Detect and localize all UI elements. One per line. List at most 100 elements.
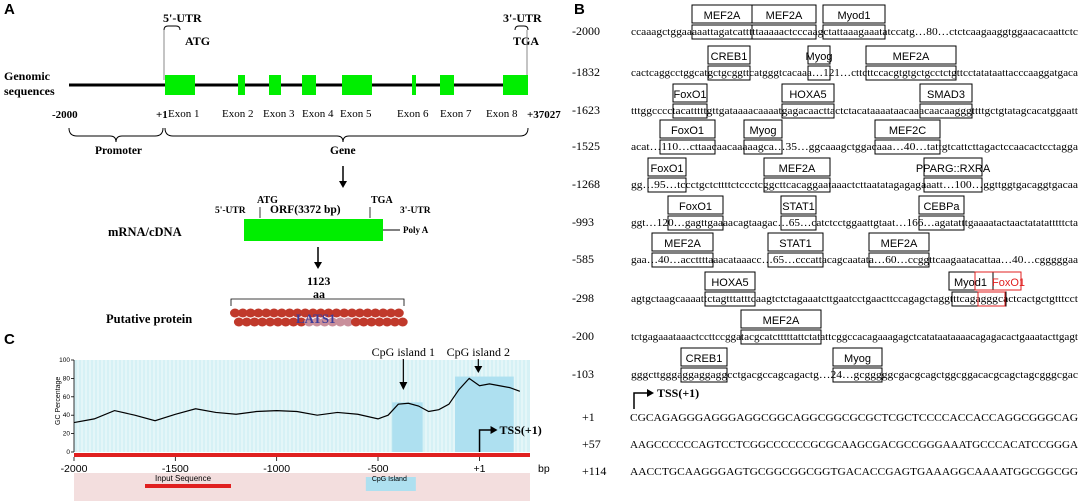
tf-label: MEF2A bbox=[779, 163, 816, 175]
mrna-sequence: CGCAGAGGGAGGGAGGCGGCAGGCGGCGCGCTCGCTCCCC… bbox=[630, 413, 1079, 424]
cpg-island-region bbox=[455, 376, 514, 452]
tf-label-box bbox=[763, 157, 831, 177]
protein-bead bbox=[382, 317, 393, 327]
promoter-brace bbox=[68, 127, 164, 143]
poly-a-label: Poly A bbox=[403, 225, 429, 235]
tf-binding-box bbox=[763, 177, 831, 193]
promoter-sequence: gggcttgggaggaggaggcctgacgccagcagactg…24…… bbox=[631, 370, 1079, 381]
cpg-island-2-label: CpG island 2 bbox=[447, 345, 510, 359]
tf-binding-box bbox=[767, 252, 824, 268]
genomic-label-2: sequences bbox=[4, 84, 55, 98]
tf-binding-box bbox=[923, 177, 983, 193]
tf-label-box bbox=[923, 157, 983, 177]
tf-label-box bbox=[659, 119, 716, 139]
promoter-sequence: acat…110…cttaacaacaaaaagca…35…ggcaaagctg… bbox=[631, 142, 1079, 153]
exon-label-2: Exon 2 bbox=[222, 108, 253, 120]
tf-label: CEBPa bbox=[923, 201, 960, 213]
tf-binding-box bbox=[751, 24, 817, 40]
y-tick-label: 0 bbox=[66, 449, 70, 456]
tf-label: MEF2A bbox=[893, 51, 930, 63]
exon-5-box bbox=[342, 75, 372, 95]
panel-c-label: C bbox=[4, 331, 15, 348]
exon-3-box bbox=[269, 75, 281, 95]
arrow-to-mrna-head bbox=[339, 181, 347, 188]
tf-label-box bbox=[680, 347, 728, 367]
x-tick-label: +1 bbox=[474, 463, 486, 475]
tf-label-box bbox=[704, 271, 756, 291]
protein-bead bbox=[245, 308, 256, 318]
protein-bead bbox=[343, 317, 354, 327]
tf-label: FoxO1 bbox=[671, 125, 704, 137]
tf-label: FoxO1 bbox=[679, 201, 712, 213]
protein-bead bbox=[292, 308, 303, 318]
protein-bead bbox=[230, 308, 240, 318]
protein-bead bbox=[280, 317, 291, 327]
tf-label: PPARG::RXRA bbox=[916, 163, 991, 175]
tf-binding-box bbox=[822, 24, 886, 40]
utr3-bracket bbox=[514, 25, 529, 31]
protein-bead bbox=[335, 317, 346, 327]
protein-bead bbox=[304, 317, 315, 327]
tf-label-box bbox=[767, 232, 824, 252]
promoter-sequence: gaa…40…accttttaaacataaacc…65…cccattacagc… bbox=[631, 255, 1079, 266]
chart-tss-arrow bbox=[478, 429, 494, 452]
sequence-position: -1623 bbox=[572, 103, 600, 117]
protein-bead bbox=[386, 308, 396, 318]
tf-label-box bbox=[647, 157, 687, 177]
tf-label: MEF2A bbox=[664, 238, 701, 250]
tf-binding-box bbox=[651, 252, 714, 268]
y-tick-label: 80 bbox=[63, 375, 71, 382]
x-tick-label: -1000 bbox=[263, 463, 290, 475]
exon-label-7: Exon 7 bbox=[440, 108, 472, 120]
y-tick-label: 20 bbox=[63, 431, 71, 438]
tss-arrow-head bbox=[647, 389, 654, 397]
protein-bead bbox=[276, 308, 287, 318]
exon-7-box bbox=[440, 75, 454, 95]
protein-bead bbox=[257, 317, 268, 327]
protein-bead bbox=[261, 308, 272, 318]
promoter-sequence: tctgagaaataaactccttccggatacgcatctttttatt… bbox=[631, 332, 1078, 343]
tf-label: Myog bbox=[806, 51, 833, 63]
tf-binding-box bbox=[807, 65, 831, 81]
protein-bead bbox=[378, 308, 389, 318]
protein-length-num: 1123 bbox=[307, 274, 330, 288]
gene-label: Gene bbox=[330, 145, 356, 157]
tf-label: Myog bbox=[844, 353, 871, 365]
protein-bead bbox=[300, 308, 311, 318]
protein-bead bbox=[389, 317, 400, 327]
y-tick-label: 60 bbox=[63, 394, 71, 401]
tf-binding-box bbox=[667, 215, 724, 231]
tf-binding-box bbox=[672, 103, 708, 119]
exon-label-4: Exon 4 bbox=[302, 108, 334, 120]
tf-label-box bbox=[868, 232, 930, 252]
protein-bead bbox=[284, 308, 295, 318]
exon-8-box bbox=[503, 75, 528, 95]
tf-label: FoxO1 bbox=[650, 163, 683, 175]
input-sequence-bar bbox=[145, 484, 231, 488]
tf-label-box bbox=[948, 271, 994, 291]
promoter-label: Promoter bbox=[95, 145, 142, 157]
tf-binding-box bbox=[781, 103, 835, 119]
input-sequence-label: Input Sequence bbox=[155, 474, 212, 483]
exon-label-6: Exon 6 bbox=[397, 108, 429, 120]
coord-tss: +1 bbox=[156, 109, 168, 121]
sequence-position: -585 bbox=[572, 252, 594, 266]
promoter-sequence: cactcaggcctggcatgctgcggttcatgggtcacaaa…1… bbox=[631, 68, 1079, 79]
tf-binding-box bbox=[707, 65, 751, 81]
sequence-position: -1268 bbox=[572, 177, 600, 191]
mrna-position: +57 bbox=[582, 437, 601, 451]
tf-label-box bbox=[919, 83, 973, 103]
tf-label: CREB1 bbox=[711, 51, 748, 63]
cpg-island-1-arrow-head bbox=[399, 382, 408, 390]
x-axis-bar bbox=[74, 453, 530, 457]
exon-label-3: Exon 3 bbox=[263, 108, 295, 120]
protein-bead bbox=[331, 308, 342, 318]
protein-bead bbox=[265, 317, 276, 327]
cpg-island-1-label: CpG island 1 bbox=[372, 345, 435, 359]
exon-4-box bbox=[302, 75, 316, 95]
protein-bead bbox=[397, 317, 408, 327]
tf-label: HOXA5 bbox=[789, 89, 826, 101]
tf-label-box bbox=[781, 83, 835, 103]
